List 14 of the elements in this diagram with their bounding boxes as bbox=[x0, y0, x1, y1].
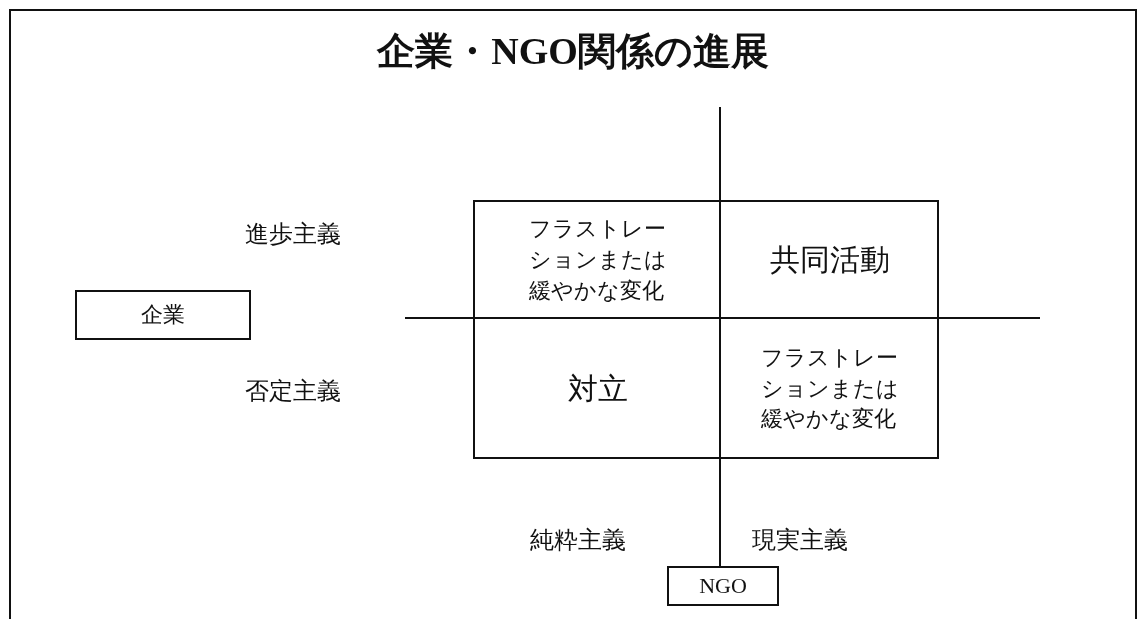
quadrant-text: 対立 bbox=[568, 370, 628, 407]
quadrant-text: 共同活動 bbox=[770, 242, 890, 278]
axis-category-label: 現実主義 bbox=[752, 526, 848, 555]
quadrant-text: フラストレーションまたは緩やかな変化 bbox=[760, 343, 900, 434]
matrix-box bbox=[473, 200, 939, 459]
axis-label-box bbox=[75, 290, 251, 340]
axis-label: NGO bbox=[699, 573, 747, 599]
axis-category-label: 否定主義 bbox=[245, 377, 341, 406]
axis-label-box bbox=[667, 566, 779, 606]
quadrant-text: フラストレーションまたは緩やかな変化 bbox=[528, 215, 668, 305]
title: 企業・NGO関係の進展 bbox=[376, 29, 770, 74]
axis-label: 企業 bbox=[141, 301, 185, 329]
axis-category-label: 純粋主義 bbox=[530, 526, 626, 555]
axis-category-label: 進歩主義 bbox=[245, 220, 341, 249]
